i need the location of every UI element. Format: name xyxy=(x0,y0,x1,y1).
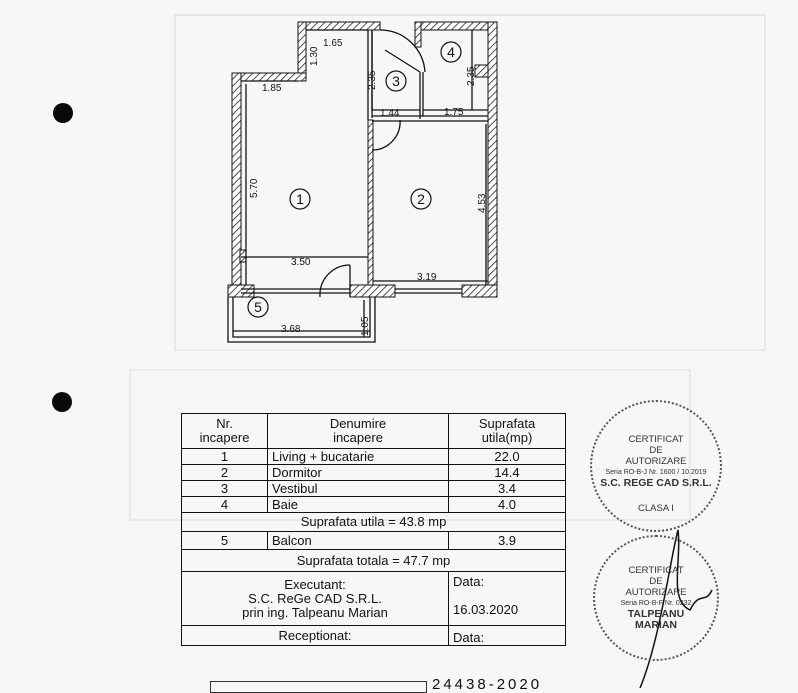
useful-area-total: Suprafata utila = 43.8 mp xyxy=(181,512,566,532)
date-cell: Data:16.03.2020 xyxy=(448,571,566,626)
received-label: Receptionat: xyxy=(181,625,449,646)
dim-4-53: 4.53 xyxy=(477,193,488,213)
dim-3-19: 3.19 xyxy=(417,272,437,283)
received-date-label: Data: xyxy=(448,625,566,646)
svg-text:1: 1 xyxy=(296,191,304,207)
dimension-labels: 1.65 1.30 1.85 2.35 2.35 1.44 1.75 5.70 … xyxy=(249,37,488,337)
svg-text:3: 3 xyxy=(392,73,400,89)
dim-1-05: 1.05 xyxy=(360,316,371,336)
dim-1-65: 1.65 xyxy=(323,38,343,49)
room-marker-4: 4 xyxy=(440,41,462,63)
room-marker-2: 2 xyxy=(410,188,432,210)
dim-1-75: 1.75 xyxy=(444,107,464,118)
dim-2-35-bath: 2.35 xyxy=(466,66,477,86)
svg-text:2: 2 xyxy=(417,191,425,207)
dim-1-85: 1.85 xyxy=(262,83,282,94)
executant-cell: Executant:S.C. ReGe CAD S.R.L.prin ing. … xyxy=(181,571,449,626)
dim-1-30: 1.30 xyxy=(309,46,320,66)
punch-hole xyxy=(52,392,72,412)
dim-3-68: 3.68 xyxy=(281,324,301,335)
company-authorization-stamp: CERTIFICAT DE AUTORIZARE Seria RO-B-J Nr… xyxy=(590,400,722,532)
registration-stamp-box xyxy=(210,681,427,693)
dim-5-70: 5.70 xyxy=(249,178,260,198)
grand-total: Suprafata totala = 47.7 mp xyxy=(181,549,566,572)
svg-text:4: 4 xyxy=(447,44,455,60)
registration-number: 24438-2020 xyxy=(432,676,543,693)
dim-3-50: 3.50 xyxy=(291,257,311,268)
engineer-authorization-stamp: CERTIFICAT DE AUTORIZARE Seria RO-B-F Nr… xyxy=(593,535,719,661)
svg-text:5: 5 xyxy=(254,299,262,315)
dim-1-44: 1.44 xyxy=(380,108,400,119)
room-marker-1: 1 xyxy=(289,188,311,210)
dim-2-35-vestibule: 2.35 xyxy=(367,70,378,90)
room-marker-3: 3 xyxy=(385,70,407,92)
room-marker-5: 5 xyxy=(247,296,269,318)
punch-hole xyxy=(53,103,73,123)
exterior-walls xyxy=(227,21,498,298)
interior-walls xyxy=(227,29,488,343)
header-nr: Nr.incapere xyxy=(181,413,268,449)
